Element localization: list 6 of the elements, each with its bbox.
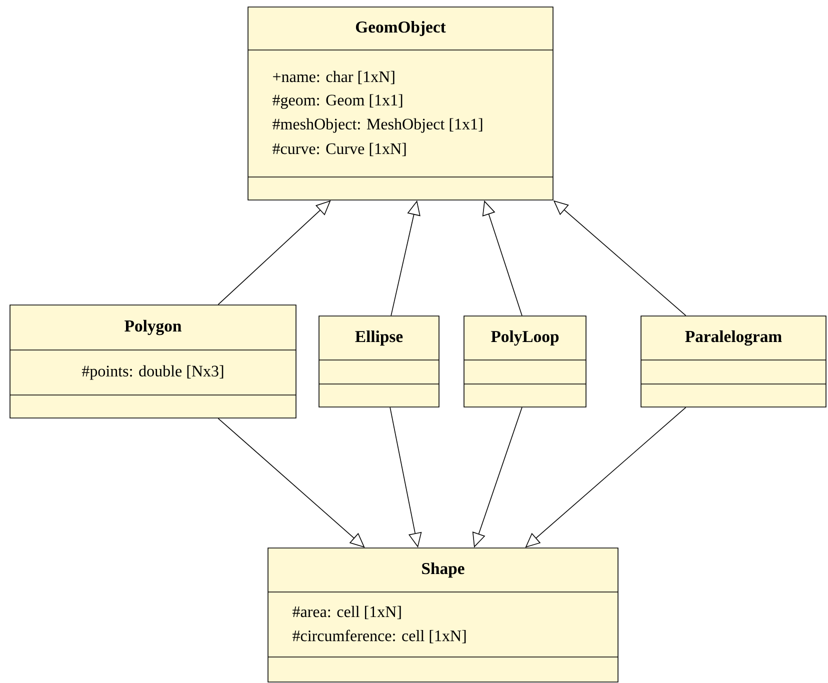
class-box: PolyLoop: [464, 316, 586, 408]
class-box: Shape #area: cell [1xN] #circumference: cell [1xN]: [268, 548, 618, 682]
class-box: Polygon #points: double [Nx3]: [10, 304, 296, 418]
class-box: Ellipse: [318, 316, 440, 408]
class-box: GeomObject +name: char [1xN] #geom: Geom [1x1] #meshObject: MeshObject [1x1] #curve: Curve [1xN]: [248, 6, 554, 200]
class-box: Paralelogram: [640, 316, 826, 408]
